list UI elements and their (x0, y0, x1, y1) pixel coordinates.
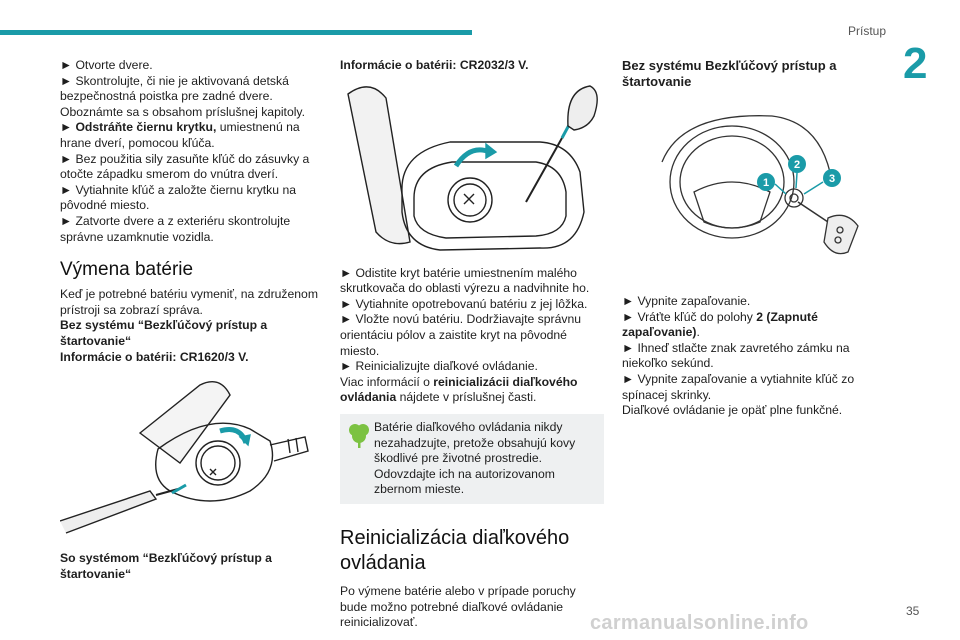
text: Viac informácií o (340, 374, 434, 389)
header-accent-bar (0, 30, 472, 35)
ignition-illustration: 1 2 3 (622, 102, 862, 272)
step: ► Reinicializujte diaľkové ovládanie. (340, 359, 538, 374)
section-heading: Výmena batérie (60, 259, 194, 281)
section-heading: Reinicializácia diaľkového ovládania (340, 526, 570, 574)
paragraph: Diaľkové ovládanie je opäť plne funkčné. (622, 403, 843, 418)
battery-info: Informácie o batérii: CR2032/3 V. (340, 58, 529, 72)
svg-text:2: 2 (794, 159, 800, 171)
step: ► Zatvorte dvere a z exteriéru skontrolu… (60, 213, 291, 244)
step: ► Vytiahnite kľúč a založte čiernu krytk… (60, 182, 297, 213)
more-info: Viac informácií o reinicializácii diaľko… (340, 375, 604, 406)
text: . (696, 325, 700, 340)
key-battery-illustration-2 (340, 82, 604, 254)
key-battery-illustration-1 (59, 371, 318, 541)
watermark: carmanualsonline.info (590, 612, 809, 634)
step: ► Bez použitia sily zasuňte kľúč do zásu… (60, 151, 310, 182)
paragraph: Po výmene batérie alebo v prípade poruch… (340, 583, 576, 630)
step: ► Vložte novú batériu. Dodržiavajte sprá… (340, 312, 582, 358)
text: nájdete v príslušnej časti. (396, 390, 537, 405)
step-text: umiestnenú na hrane dverí, pomocou kľúča… (60, 120, 300, 150)
callout-2: 2 (788, 155, 806, 173)
sub-heading: Bez systému Bezkľúčový prístup a štartov… (622, 58, 837, 89)
chapter-number: 2 (903, 39, 928, 88)
paragraph: Keď je potrebné batériu vymeniť, na zdru… (60, 287, 318, 317)
step-bold: 2 (Zapnuté zapaľovanie) (622, 309, 818, 340)
callout-1: 1 (757, 173, 775, 191)
column-2: Informácie o batérii: CR2032/3 V. ► Odis… (340, 58, 604, 631)
key-fob-screwdriver-illustration (347, 84, 598, 251)
environment-notice: Batérie diaľkového ovládania nikdy nezah… (340, 413, 604, 504)
leaf-icon (349, 423, 369, 448)
text: ► Vráťte kľúč do polohy (622, 309, 757, 324)
column-1: ► Otvorte dvere. ► Skontrolujte, či nie … (59, 58, 318, 582)
step: ► Vypnite zapaľovanie. (622, 294, 751, 308)
step: ► Odstráňte čiernu krytku, umiestnenú na… (60, 120, 318, 151)
key-fob-open-illustration (59, 381, 309, 534)
step: ► Odistite kryt batérie umiestnením malé… (340, 265, 590, 296)
step: ► Vráťte kľúč do polohy 2 (Zapnuté zapaľ… (622, 310, 862, 341)
step: ► Vytiahnite opotrebovanú batériu z jej … (340, 296, 588, 311)
link-reference: reinicializácii diaľkového ovládania (340, 374, 578, 405)
step-bold: ► Odstráňte čiernu krytku, (60, 120, 217, 135)
step: ► Skontrolujte, či nie je aktivovaná det… (60, 73, 305, 119)
callout-3: 3 (823, 169, 841, 187)
step: ► Vypnite zapaľovanie a vytiahnite kľúč … (622, 371, 855, 402)
page-number: 35 (906, 604, 920, 618)
column-3: Bez systému Bezkľúčový prístup a štartov… (622, 58, 862, 419)
section-name: Prístup (847, 24, 886, 38)
steering-wheel-ignition-illustration: 1 2 3 (661, 115, 859, 255)
svg-text:3: 3 (829, 173, 835, 185)
step: ► Ihneď stlačte znak zavretého zámku na … (622, 340, 850, 371)
notice-text: Batérie diaľkového ovládania nikdy nezah… (374, 419, 576, 497)
figure-caption: So systémom “Bezkľúčový prístup a štarto… (60, 551, 272, 581)
sub-heading: Bez systému “Bezkľúčový prístup a štarto… (60, 318, 268, 348)
step: ► Otvorte dvere. (60, 58, 153, 72)
svg-text:1: 1 (763, 177, 769, 189)
battery-info: Informácie o batérii: CR1620/3 V. (60, 349, 249, 364)
